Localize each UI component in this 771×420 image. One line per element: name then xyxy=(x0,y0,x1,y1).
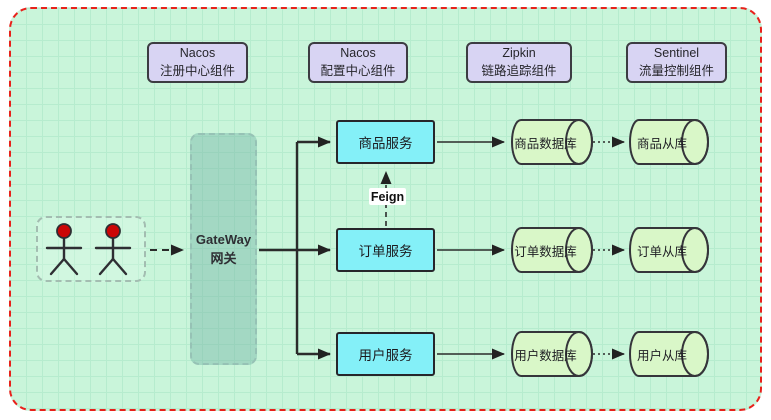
product-db-label: 商品数据库 xyxy=(514,136,577,151)
product-service-node: 商品服务 xyxy=(336,120,435,164)
gateway-label-zh: 网关 xyxy=(210,251,237,266)
legend-title: Zipkin xyxy=(502,46,536,60)
legend-nacos-config: Nacos 配置中心组件 xyxy=(308,42,408,83)
gateway-label-en: GateWay xyxy=(195,231,252,247)
user-db-label: 用户数据库 xyxy=(514,348,577,363)
service-label: 商品服务 xyxy=(358,136,413,151)
order-db-label: 订单数据库 xyxy=(514,244,577,259)
legend-sentinel: Sentinel 流量控制组件 xyxy=(626,42,727,83)
legend-title: Nacos xyxy=(340,46,376,60)
user-service-node: 用户服务 xyxy=(336,332,435,376)
legend-nacos-registry: Nacos 注册中心组件 xyxy=(147,42,248,83)
service-label: 用户服务 xyxy=(358,348,413,363)
users-group-box xyxy=(36,216,146,282)
order-replica-label: 订单从库 xyxy=(636,244,687,259)
feign-call-label: Feign xyxy=(369,188,406,205)
legend-subtitle: 配置中心组件 xyxy=(320,63,396,78)
legend-title: Sentinel xyxy=(653,46,700,60)
legend-subtitle: 链路追踪组件 xyxy=(481,63,557,78)
legend-subtitle: 注册中心组件 xyxy=(159,63,235,78)
order-service-node: 订单服务 xyxy=(336,228,435,272)
service-label: 订单服务 xyxy=(358,244,413,259)
product-replica-label: 商品从库 xyxy=(636,136,687,151)
legend-subtitle: 流量控制组件 xyxy=(638,63,714,78)
gateway-band: GateWay 网关 xyxy=(190,133,257,365)
legend-title: Nacos xyxy=(179,46,216,60)
legend-zipkin: Zipkin 链路追踪组件 xyxy=(466,42,572,83)
user-replica-label: 用户从库 xyxy=(636,348,687,363)
